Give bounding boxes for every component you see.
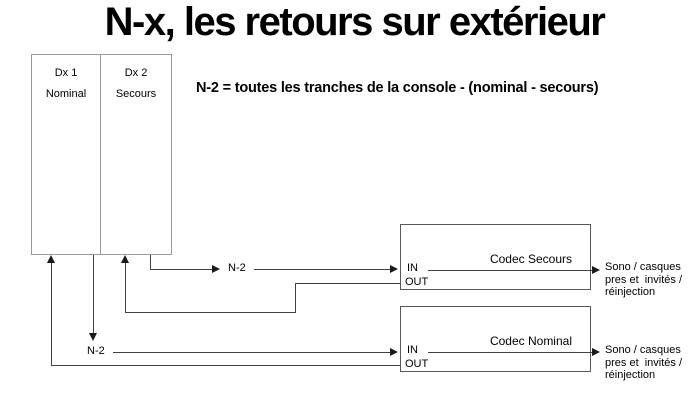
codec-secours-out-label: OUT: [405, 276, 429, 288]
codec-nominal-in-label: IN: [407, 344, 418, 356]
connector-n2-nominal-horizontal: [113, 352, 390, 353]
arrow-up-into-dx1-icon: [47, 255, 55, 263]
connector-secours-out-vertical: [295, 283, 296, 313]
arrow-down-n2-nominal-icon: [89, 333, 97, 341]
arrow-up-into-dx2-icon: [121, 255, 129, 263]
nominal-output-line1: Sono / casques: [605, 344, 681, 356]
codec-secours-in-line: [428, 270, 592, 271]
dx1-nominal-box: Dx 1 Nominal: [31, 54, 101, 255]
codec-nominal-out-label: OUT: [405, 358, 429, 370]
dx2-secours-box: Dx 2 Secours: [100, 54, 172, 255]
codec-secours-in-label: IN: [407, 262, 418, 274]
connector-nominal-out-horizontal: [51, 365, 400, 366]
codec-nominal-box: Codec Nominal IN OUT: [400, 306, 591, 372]
connector-n2-nominal-vertical: [93, 255, 94, 333]
nominal-output-text: Sono / casques pres et invités / réinjec…: [605, 344, 689, 382]
codec-secours-name: Codec Secours: [487, 252, 574, 266]
dx1-role: Nominal: [45, 88, 87, 100]
connector-n2-secours-h1: [150, 269, 212, 270]
arrow-into-codec-nominal-in-icon: [390, 348, 398, 356]
n2-label-nominal: N-2: [85, 345, 107, 357]
arrow-into-codec-secours-in-icon: [390, 265, 398, 273]
codec-nominal-name: Codec Nominal: [487, 334, 574, 348]
n2-label-secours: N-2: [226, 262, 248, 274]
connector-n2-secours-h2: [254, 269, 390, 270]
codec-secours-box: Codec Secours IN OUT: [400, 224, 591, 290]
connector-secours-return-vertical: [125, 259, 126, 312]
secours-output-line2: pres et invités /: [605, 273, 683, 286]
arrow-secours-output-icon: [592, 266, 600, 274]
nominal-output-line3: réinjection: [605, 369, 656, 381]
slide-subtitle: N-2 = toutes les tranches de la console …: [196, 80, 599, 96]
slide-title: N-x, les retours sur extérieur: [104, 0, 606, 44]
secours-output-line1: Sono / casques: [605, 261, 681, 273]
dx2-role: Secours: [115, 88, 157, 100]
connector-secours-out-h1: [296, 283, 400, 284]
arrow-nominal-output-icon: [592, 348, 600, 356]
codec-nominal-in-line: [428, 352, 592, 353]
connector-nominal-out-vertical: [51, 260, 52, 365]
dx2-name: Dx 2: [124, 67, 148, 79]
secours-output-text: Sono / casques pres et invités / réinjec…: [605, 261, 689, 299]
connector-secours-out-h2: [125, 312, 296, 313]
connector-n2-secours-vertical: [150, 255, 151, 269]
arrow-n2-secours-mid-icon: [212, 265, 220, 273]
dx1-name: Dx 1: [54, 67, 78, 79]
nominal-output-line2: pres et invités /: [605, 356, 683, 369]
secours-output-line3: réinjection: [605, 286, 656, 298]
